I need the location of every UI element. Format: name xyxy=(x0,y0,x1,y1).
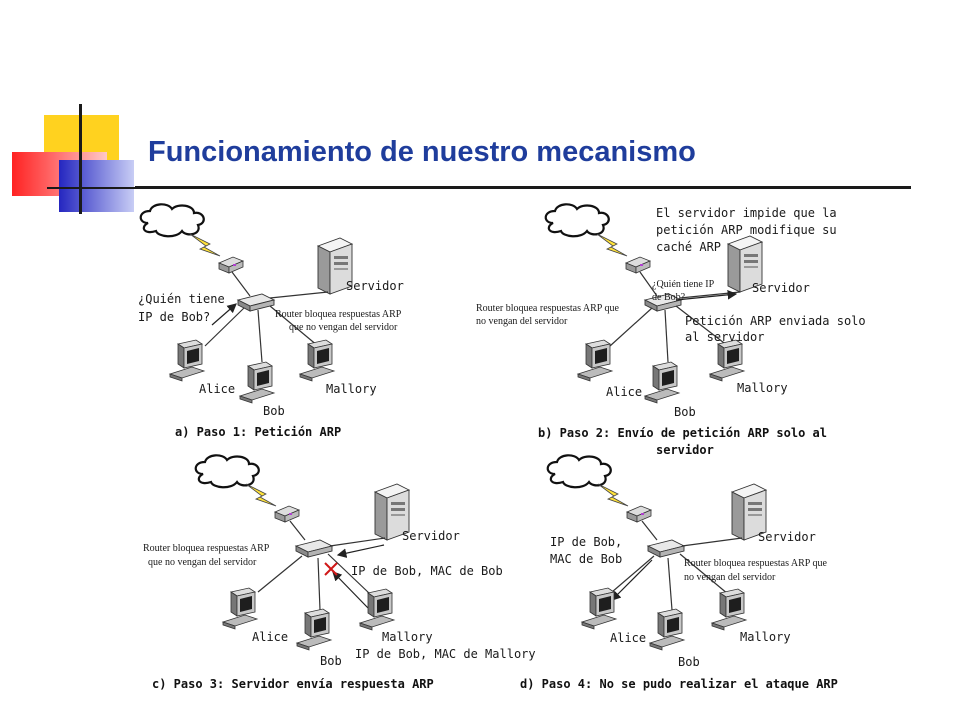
modem-icon xyxy=(218,256,244,274)
mallory-label: Mallory xyxy=(737,381,788,395)
sent-note-line-2: al servidor xyxy=(685,330,764,344)
alice-label: Alice xyxy=(606,385,642,399)
router-note-line-2: no vengan del servidor xyxy=(476,316,568,327)
bob-label: Bob xyxy=(678,655,700,669)
server-note-line-3: caché ARP xyxy=(656,240,721,254)
panel-d-caption: d) Paso 4: No se pudo realizar el ataque… xyxy=(520,677,838,691)
router-note-line-1: Router bloquea respuestas ARP que xyxy=(684,558,828,569)
mallory-pc-icon xyxy=(711,588,747,631)
title-underline xyxy=(135,186,911,189)
router-note-line-2: no vengan del servidor xyxy=(684,572,776,583)
bob-label: Bob xyxy=(674,405,696,419)
wan-link-icon xyxy=(245,483,277,507)
server-note-line-2: petición ARP modifique su xyxy=(656,223,837,237)
decor-blue-square xyxy=(59,160,134,212)
alice-pc-icon xyxy=(169,339,205,382)
panel-d: Servidor IP de Bob, MAC de Bob Router bl… xyxy=(520,454,838,691)
alice-pc-icon xyxy=(577,339,613,382)
internet-cloud-icon xyxy=(194,454,260,489)
panel-b-caption-line-1: b) Paso 2: Envío de petición ARP solo al xyxy=(538,426,827,440)
router-switch-icon xyxy=(295,539,333,558)
panel-c-caption: c) Paso 3: Servidor envía respuesta ARP xyxy=(152,677,434,691)
alice-label: Alice xyxy=(199,382,235,396)
result-line-1: IP de Bob, xyxy=(550,535,622,549)
mallory-pc-icon xyxy=(709,339,745,382)
mallory-label: Mallory xyxy=(326,382,377,396)
panel-a: Servidor ¿Quién tiene IP de Bob? Router … xyxy=(138,203,404,439)
mallory-pc-icon xyxy=(359,588,395,631)
internet-cloud-icon xyxy=(544,203,610,238)
modem-icon xyxy=(626,505,652,523)
bob-pc-icon xyxy=(239,361,275,404)
slide-title: Funcionamiento de nuestro mecanismo xyxy=(148,136,696,168)
modem-icon xyxy=(625,256,651,274)
panel-c: Servidor Router bloquea respuestas ARP q… xyxy=(143,454,536,691)
bob-pc-icon xyxy=(296,608,332,651)
mallory-label: Mallory xyxy=(382,630,433,644)
bob-pc-icon xyxy=(644,361,680,404)
sent-note-line-1: Petición ARP enviada solo xyxy=(685,314,866,328)
router-note-line-1: Router bloquea respuestas ARP xyxy=(143,543,270,554)
wan-link-icon xyxy=(597,483,629,507)
question-line-1: ¿Quién tiene IP xyxy=(652,279,715,290)
server-label: Servidor xyxy=(752,281,810,295)
bob-pc-icon xyxy=(649,608,685,651)
panel-b: El servidor impide que la petición ARP m… xyxy=(476,203,866,457)
alice-pc-icon xyxy=(222,587,258,630)
router-note-line-2: que no vengan del servidor xyxy=(148,557,257,568)
internet-cloud-icon xyxy=(546,454,612,489)
wan-link-icon xyxy=(596,233,628,257)
question-line-2: IP de Bob? xyxy=(138,310,210,324)
server-note-line-1: El servidor impide que la xyxy=(656,206,837,220)
panel-a-caption: a) Paso 1: Petición ARP xyxy=(175,425,341,439)
router-note-line-2: que no vengan del servidor xyxy=(289,322,398,333)
wan-link-icon xyxy=(189,233,221,257)
blocked-reply-icon xyxy=(324,562,338,576)
bob-label: Bob xyxy=(320,654,342,668)
mallory-pc-icon xyxy=(299,339,335,382)
server-label: Servidor xyxy=(758,530,816,544)
reply-bad-label: IP de Bob, MAC de Mallory xyxy=(355,647,536,661)
router-note-line-1: Router bloquea respuestas ARP que xyxy=(476,303,620,314)
router-note-line-1: Router bloquea respuestas ARP xyxy=(275,309,402,320)
decor-vertical-line xyxy=(79,104,82,214)
reply-good-label: IP de Bob, MAC de Bob xyxy=(351,564,503,578)
question-line-1: ¿Quién tiene xyxy=(138,292,225,306)
modem-icon xyxy=(274,505,300,523)
alice-label: Alice xyxy=(610,631,646,645)
server-label: Servidor xyxy=(346,279,404,293)
alice-label: Alice xyxy=(252,630,288,644)
panel-b-caption-line-2: servidor xyxy=(656,443,714,457)
router-switch-icon xyxy=(647,539,685,558)
internet-cloud-icon xyxy=(139,203,205,238)
result-line-2: MAC de Bob xyxy=(550,552,622,566)
mallory-label: Mallory xyxy=(740,630,791,644)
bob-label: Bob xyxy=(263,404,285,418)
alice-pc-icon xyxy=(581,587,617,630)
question-line-2: de Bob? xyxy=(652,292,686,303)
decor-horizontal-line xyxy=(47,187,135,189)
server-label: Servidor xyxy=(402,529,460,543)
